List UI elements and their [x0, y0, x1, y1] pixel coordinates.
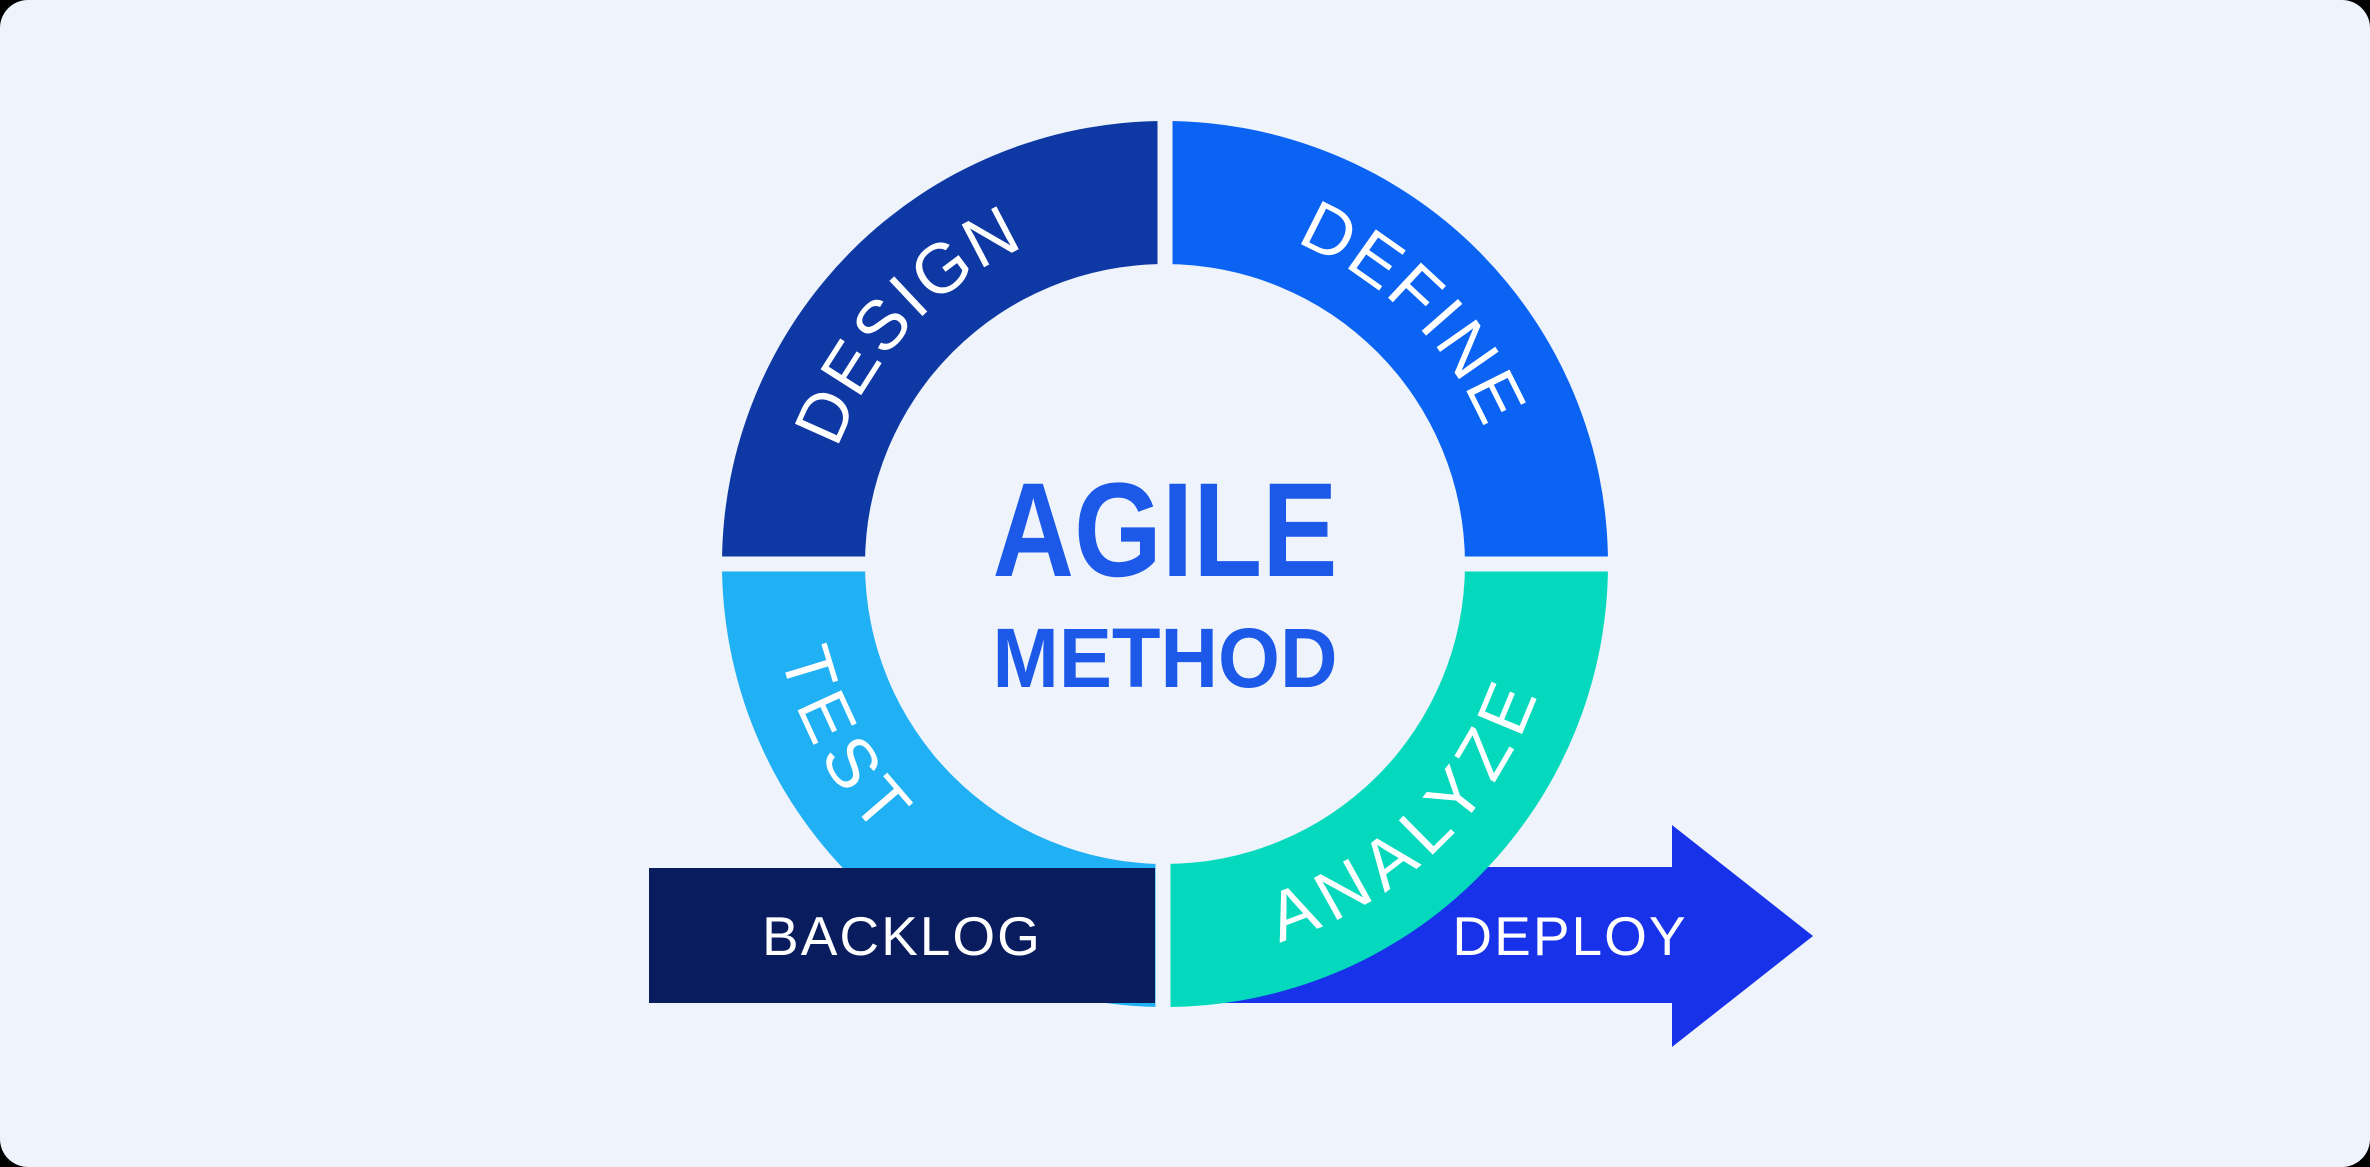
segment-gaps	[705, 105, 1630, 1022]
cycle-ring: DESIGN DEFINE TEST ANALYZE	[705, 105, 1630, 1022]
segment-analyze	[1165, 564, 1608, 1007]
backlog-label: BACKLOG	[762, 905, 1042, 967]
backlog-bar: BACKLOG	[649, 868, 1155, 1003]
center-subtitle: METHOD	[993, 611, 1338, 705]
deploy-label: DEPLOY	[1452, 905, 1687, 967]
backlog-bar-shape	[649, 868, 1155, 1003]
segment-design	[722, 121, 1165, 564]
center-title: AGILE	[993, 456, 1338, 605]
center-titles: AGILE METHOD	[993, 456, 1338, 705]
segment-define	[1165, 121, 1608, 564]
